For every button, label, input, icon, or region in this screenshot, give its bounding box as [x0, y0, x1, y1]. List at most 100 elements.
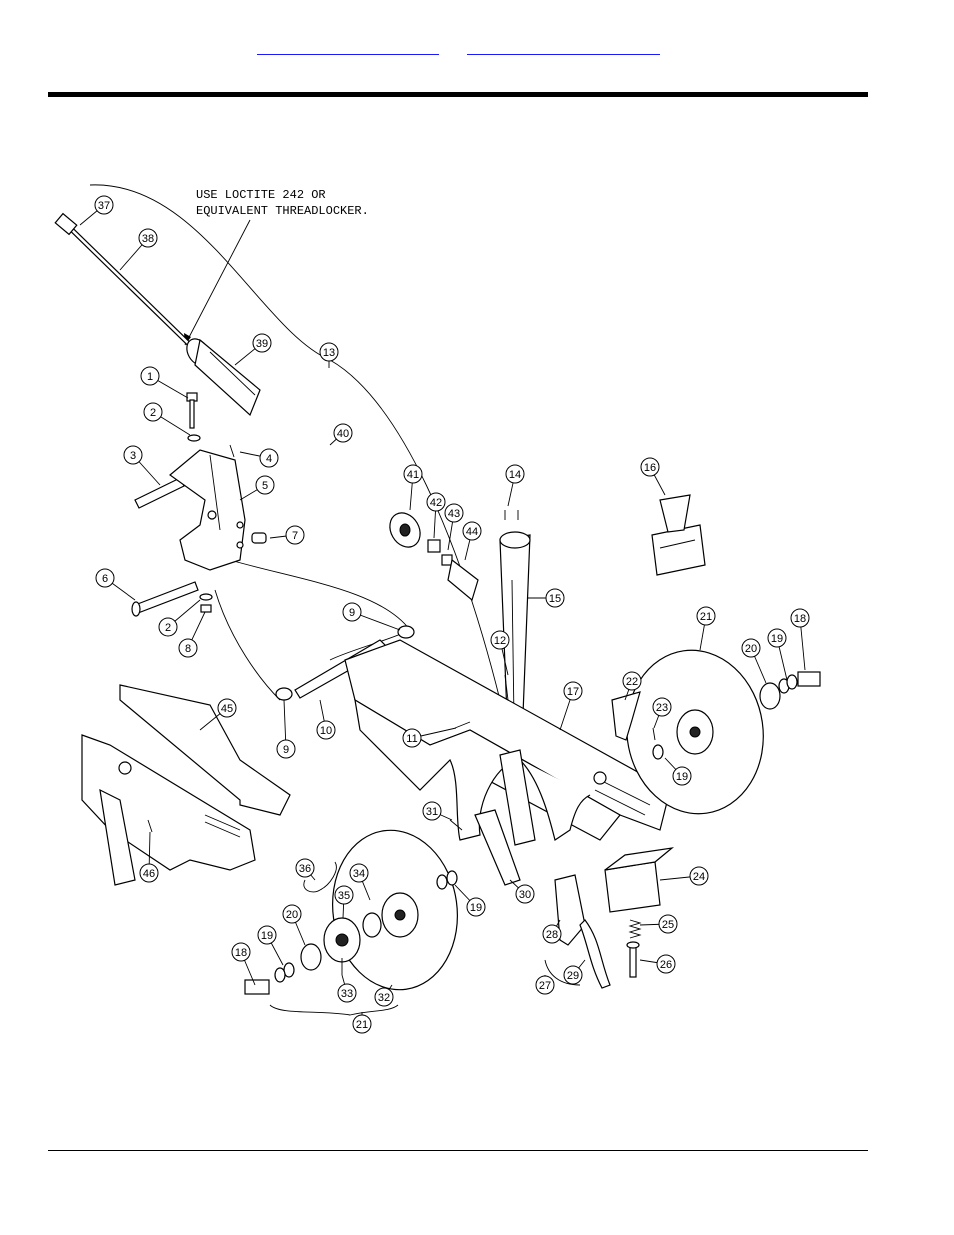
- guide-line-b: [214, 589, 281, 701]
- callout-circle: [352, 1014, 372, 1034]
- bracket-5: [169, 449, 246, 571]
- callout-number: 16: [644, 462, 656, 474]
- guide-line-a: [229, 559, 411, 661]
- callout-number: 42: [430, 497, 442, 509]
- header-link-2[interactable]: [467, 40, 660, 55]
- note-line-1: USE LOCTITE 242 OR: [196, 188, 326, 202]
- callout-circle: [426, 492, 446, 512]
- header-link-1[interactable]: [257, 40, 439, 55]
- callout-number: 4: [266, 453, 272, 465]
- callout-circle: [622, 671, 642, 691]
- callout-circle: [505, 464, 525, 484]
- callout-number: 7: [292, 530, 298, 542]
- callout-circle: [252, 333, 272, 353]
- spring-25: [628, 919, 642, 939]
- callout-number: 2: [150, 407, 156, 419]
- blade-29: [579, 919, 611, 989]
- washer-2-top: [187, 434, 201, 442]
- callout-circle: [158, 617, 178, 637]
- bushing-43: [441, 554, 453, 566]
- callout-number: 46: [143, 868, 155, 880]
- callout-circle: [658, 914, 678, 934]
- callout-number: 15: [549, 593, 561, 605]
- top-rule: [48, 92, 868, 97]
- callout-number: 28: [546, 929, 558, 941]
- callout-number: 9: [283, 744, 289, 756]
- callout-number: 39: [256, 338, 268, 350]
- callout-circle: [444, 503, 464, 523]
- washer-19-lower-b: [446, 870, 458, 886]
- callout-circle: [640, 457, 660, 477]
- bracket-27: [544, 959, 581, 986]
- handle-block-16: [651, 494, 706, 576]
- bolt-31: [449, 819, 463, 831]
- callout-circle: [466, 897, 486, 917]
- pin-11: [454, 721, 471, 729]
- callout-number: 8: [185, 643, 191, 655]
- washer-19-right-b: [786, 674, 798, 690]
- callout-circle: [95, 568, 115, 588]
- callout-number: 19: [470, 902, 482, 914]
- callout-number: 13: [323, 347, 335, 359]
- callout-circle: [767, 628, 787, 648]
- callout-number: 43: [448, 508, 460, 520]
- callout-number: 6: [102, 573, 108, 585]
- callout-circle: [515, 884, 535, 904]
- callout-number: 10: [320, 725, 332, 737]
- arm-30: [474, 809, 521, 886]
- callout-number: 23: [656, 702, 668, 714]
- callout-number: 1: [147, 371, 153, 383]
- callout-circle: [231, 942, 251, 962]
- note-leader: [184, 219, 251, 346]
- bracket-36: [303, 861, 337, 893]
- callout-circle: [257, 925, 277, 945]
- note-line-2: EQUIVALENT THREADLOCKER.: [196, 204, 369, 218]
- callout-circle: [563, 965, 583, 985]
- callout-number: 19: [261, 930, 273, 942]
- bushing-9-bottom: [275, 687, 293, 701]
- callout-circle: [143, 402, 163, 422]
- cotter-4: [229, 444, 235, 458]
- callout-number: 35: [338, 890, 350, 902]
- callout-number: 44: [466, 526, 478, 538]
- callout-circle: [276, 739, 296, 759]
- frame-45: [81, 684, 291, 886]
- callout-number: 20: [286, 909, 298, 921]
- callout-circle: [316, 720, 336, 740]
- callout-circle: [422, 801, 442, 821]
- callout-circle: [563, 681, 583, 701]
- callout-circle: [490, 630, 510, 650]
- callout-circle: [741, 638, 761, 658]
- callout-circle: [462, 521, 482, 541]
- callout-number: 26: [660, 959, 672, 971]
- bracket-21: [269, 1004, 399, 1016]
- bearing-34: [362, 912, 382, 938]
- callout-number: 41: [407, 469, 419, 481]
- callout-number: 14: [509, 469, 521, 481]
- callout-circle: [140, 366, 160, 386]
- callout-number: 32: [378, 992, 390, 1004]
- callout-circle: [545, 588, 565, 608]
- callout-circle: [403, 464, 423, 484]
- bushing-7: [251, 532, 267, 544]
- callout-circle: [790, 608, 810, 628]
- handle-22: [611, 691, 641, 741]
- callout-circle: [217, 698, 237, 718]
- callout-number: 19: [676, 771, 688, 783]
- bearing-20-right: [759, 682, 781, 710]
- callout-circle: [535, 975, 555, 995]
- callout-number: 21: [356, 1019, 368, 1031]
- callout-number: 9: [349, 607, 355, 619]
- block-24: [604, 847, 675, 913]
- callout-circle: [139, 863, 159, 883]
- washer-19-lower-a: [436, 874, 448, 890]
- bolt-6: [134, 581, 199, 614]
- callout-circle: [123, 445, 143, 465]
- washer-41-hole: [399, 523, 411, 537]
- callout-circle: [178, 638, 198, 658]
- callout-number: 37: [98, 200, 110, 212]
- washer-2-bottom: [199, 593, 213, 601]
- callout-circle: [696, 606, 716, 626]
